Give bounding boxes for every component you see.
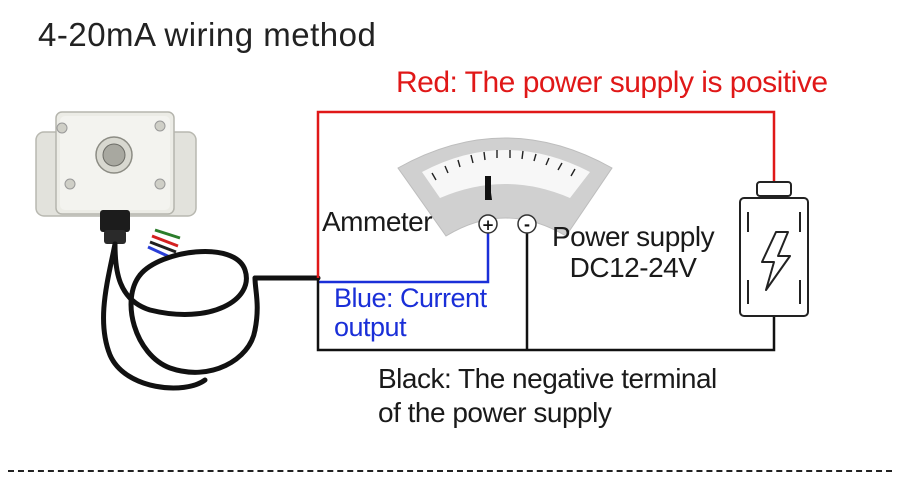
power-supply-label: Power supply DC12-24V bbox=[552, 221, 715, 284]
page-title: 4-20mA wiring method bbox=[38, 16, 377, 53]
blue-wire-label-line1: Blue: Current bbox=[334, 283, 487, 313]
cable-coil-icon bbox=[101, 241, 321, 391]
power-supply-label-line1: Power supply bbox=[552, 221, 715, 252]
ammeter-plus-label: + bbox=[482, 216, 495, 234]
black-wire-label-line1: Black: The negative terminal bbox=[378, 363, 717, 394]
red-wire bbox=[316, 110, 776, 278]
blue-wire-label: Blue: Current output bbox=[334, 283, 487, 343]
blue-wire bbox=[318, 230, 490, 284]
black-wire-label-line2: of the power supply bbox=[378, 396, 612, 428]
black-wire bbox=[316, 230, 776, 352]
ammeter-dial-icon: + - bbox=[397, 137, 613, 237]
ammeter-minus-label: - bbox=[524, 216, 530, 234]
ammeter-label: Ammeter bbox=[322, 206, 433, 237]
battery-lightning-icon bbox=[739, 181, 809, 317]
black-wire-label: Black: The negative terminal of the powe… bbox=[378, 362, 717, 429]
dashed-divider bbox=[8, 470, 892, 472]
blue-wire-label-line2: output bbox=[334, 312, 407, 343]
wire-ends-icon bbox=[147, 228, 181, 260]
red-wire-label: Red: The power supply is positive bbox=[396, 66, 828, 99]
transmitter-sensor-icon bbox=[35, 111, 197, 244]
power-supply-label-line2: DC12-24V bbox=[569, 251, 697, 283]
